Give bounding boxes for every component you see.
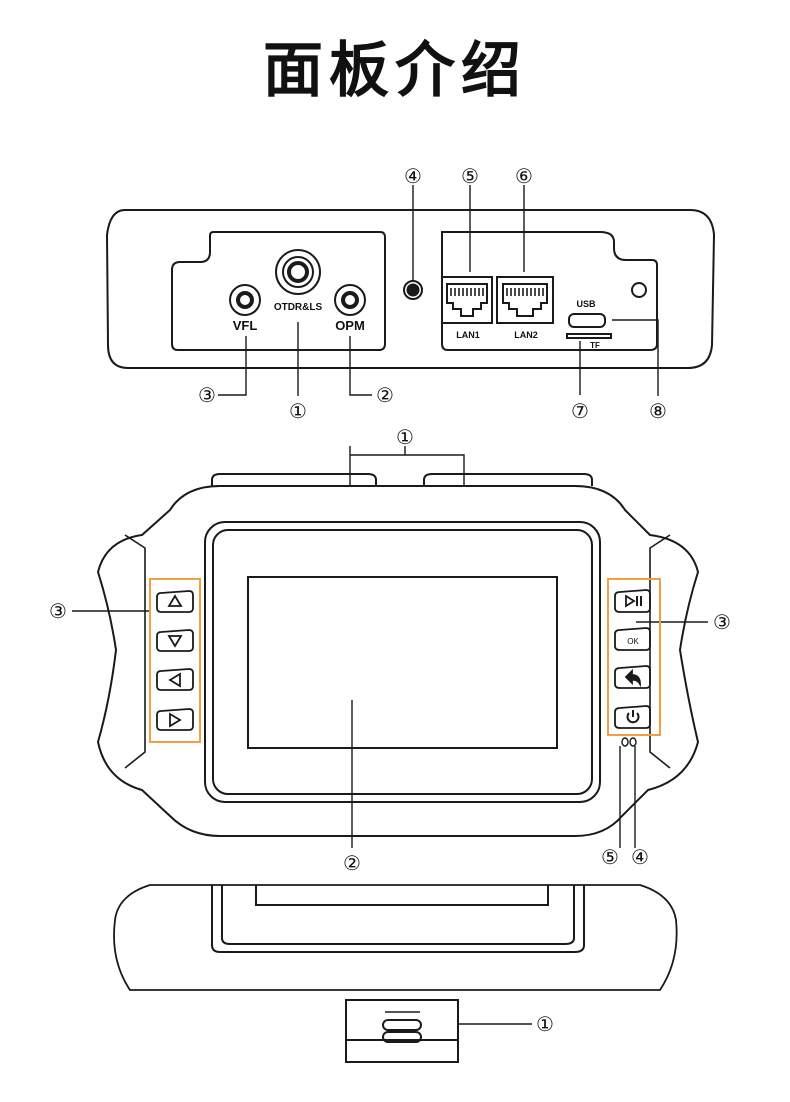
- triangle-down-icon: [167, 635, 183, 648]
- power-button[interactable]: [614, 705, 651, 729]
- play-pause-button[interactable]: [614, 589, 651, 613]
- left-button[interactable]: [156, 668, 194, 691]
- callout-top-ports: ①: [396, 425, 414, 449]
- play-pause-icon: [625, 594, 636, 608]
- page-title: 面板介绍: [263, 36, 527, 106]
- triangle-left-icon: [168, 672, 181, 688]
- callout-left-keys: ③: [49, 599, 67, 623]
- back-button[interactable]: [614, 665, 651, 689]
- callout-latch: ①: [536, 1012, 554, 1036]
- right-module-outline: [441, 231, 658, 351]
- lan1-port: [441, 276, 493, 324]
- callout-right-keys: ③: [713, 610, 731, 634]
- led-left: [621, 737, 629, 747]
- triangle-up-icon: [167, 594, 183, 607]
- callout-jack: ④: [404, 164, 422, 188]
- tf-slot: [566, 333, 612, 339]
- callout-led-left: ⑤: [601, 845, 619, 869]
- back-arrow-icon: [624, 668, 641, 688]
- callout-vfl: ③: [198, 383, 216, 407]
- screen-bezel-outer: [204, 521, 601, 803]
- callout-otdr: ①: [289, 399, 307, 423]
- left-module-outline: [171, 231, 386, 351]
- right-keypad-frame: [607, 578, 661, 736]
- down-button[interactable]: [156, 629, 194, 652]
- screw-hole: [631, 282, 647, 298]
- callout-tf: ⑦: [571, 399, 589, 423]
- lan1-label: LAN1: [456, 330, 480, 340]
- usb-label: USB: [576, 299, 596, 309]
- vfl-port: [229, 284, 261, 316]
- ok-button[interactable]: [614, 627, 651, 651]
- ok-label: OK: [627, 637, 639, 646]
- tf-label: TF: [590, 341, 600, 350]
- top-panel-housing: [105, 209, 716, 369]
- bottom-body-outline: [113, 884, 678, 991]
- audio-jack: [403, 280, 423, 300]
- left-keypad-frame: [149, 578, 201, 743]
- callout-usb: ⑧: [649, 399, 667, 423]
- up-button[interactable]: [156, 590, 194, 613]
- otdr-label: OTDR&LS: [274, 302, 323, 313]
- latch-box: [345, 999, 459, 1063]
- callout-opm: ②: [376, 383, 394, 407]
- otdr-port: [275, 249, 321, 295]
- usb-port: [568, 313, 606, 328]
- callout-lan1: ⑤: [461, 164, 479, 188]
- led-right: [629, 737, 637, 747]
- lan2-port: [496, 276, 554, 324]
- device-body-outline: [96, 485, 700, 837]
- power-icon: [626, 712, 640, 724]
- lan2-label: LAN2: [514, 330, 538, 340]
- opm-port: [334, 284, 366, 316]
- vfl-label: VFL: [233, 318, 258, 333]
- screen-display: [247, 576, 558, 749]
- right-button[interactable]: [156, 708, 194, 731]
- callout-screen: ②: [343, 851, 361, 875]
- opm-label: OPM: [335, 318, 365, 333]
- callout-led-right: ④: [631, 845, 649, 869]
- triangle-right-icon: [169, 712, 182, 728]
- callout-lan2: ⑥: [515, 164, 533, 188]
